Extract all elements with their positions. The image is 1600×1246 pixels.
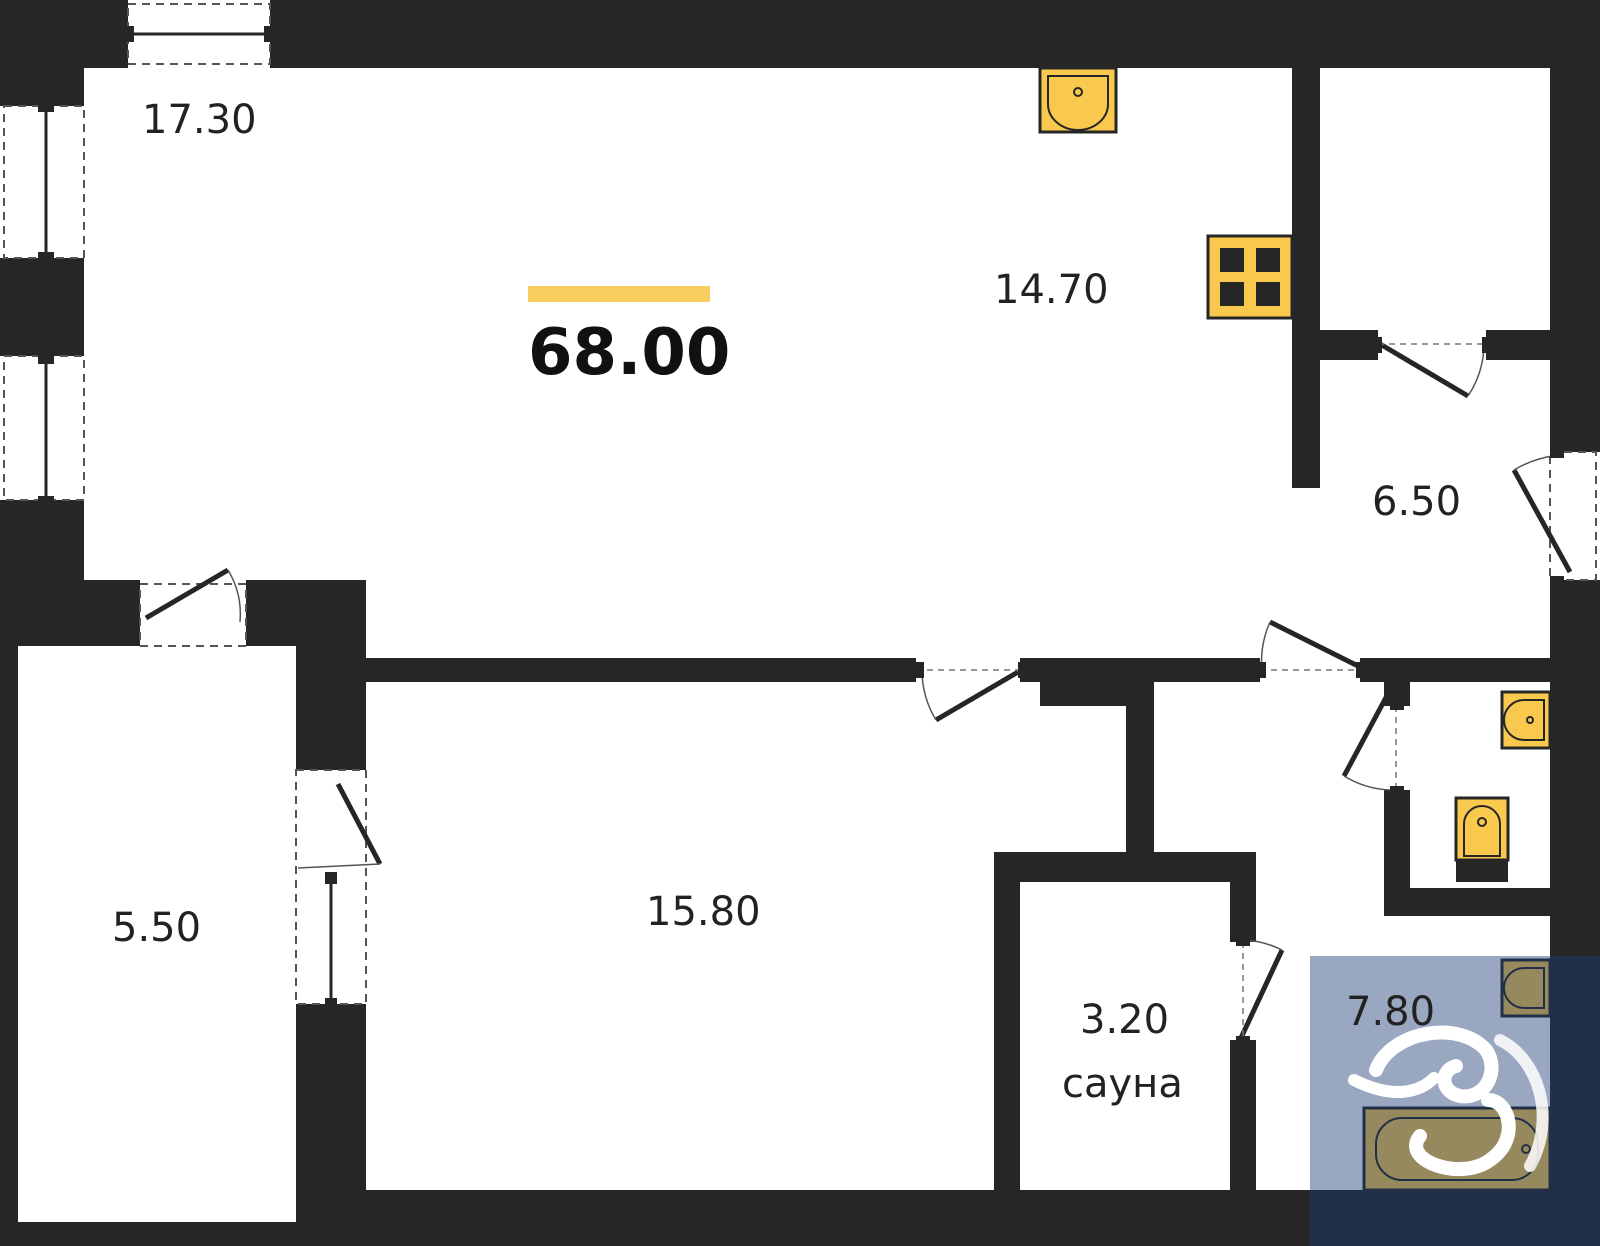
room-area-sauna: 3.20 (1080, 997, 1170, 1043)
room-area-bedroom: 15.80 (646, 889, 761, 935)
room-area-bathroom: 7.80 (1346, 989, 1436, 1035)
room-area-kitchen: 14.70 (994, 267, 1109, 313)
total-area-bar (528, 286, 710, 302)
room-area-hall: 6.50 (1372, 479, 1462, 525)
window-posts (38, 26, 337, 1010)
door-hinges (912, 337, 1564, 1046)
room-area-balcony: 17.30 (142, 97, 257, 143)
toilet-icon (1454, 796, 1510, 882)
sink-icon (1500, 690, 1552, 750)
window-frames (44, 32, 333, 1000)
total-area: 68.00 (528, 316, 731, 390)
sink-icon (1500, 958, 1552, 1018)
room-area-storage: 5.50 (112, 905, 202, 951)
room-name-sauna: сауна (1062, 1061, 1183, 1107)
stove-icon (1206, 234, 1294, 320)
watermark-logo-icon (1310, 956, 1600, 1246)
door-openings (916, 343, 1486, 1040)
sink-icon (1038, 66, 1118, 134)
